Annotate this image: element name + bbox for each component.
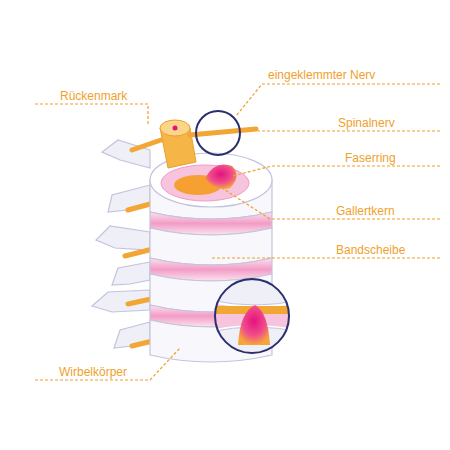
vertebral-processes bbox=[92, 140, 150, 348]
part-label: Bandscheibe bbox=[336, 243, 405, 257]
nerve bbox=[132, 140, 161, 150]
part-label: eingeklemmter Nerv bbox=[268, 68, 375, 82]
part-label: Faserring bbox=[345, 151, 396, 165]
annulus bbox=[161, 165, 249, 201]
leader-line bbox=[258, 130, 440, 131]
zoom-detail bbox=[205, 280, 305, 360]
spinal-nerves bbox=[132, 129, 256, 150]
leader-line bbox=[236, 84, 440, 116]
leader-line bbox=[35, 104, 148, 124]
process bbox=[96, 226, 150, 250]
leader-line bbox=[222, 188, 440, 219]
leader-line bbox=[232, 166, 440, 176]
zoom-circle bbox=[215, 279, 289, 353]
herniation bbox=[205, 165, 237, 189]
spinal-cord-top bbox=[160, 120, 190, 136]
part-label: Wirbelkörper bbox=[59, 365, 127, 379]
part-label: Gallertkern bbox=[336, 204, 395, 218]
part-label: Rückenmark bbox=[60, 89, 127, 103]
leader-line bbox=[212, 257, 440, 258]
leader-lines bbox=[35, 84, 440, 380]
process bbox=[112, 262, 150, 285]
vertebral-body bbox=[150, 228, 272, 265]
part-label: Spinalnerv bbox=[338, 116, 395, 130]
nerve bbox=[190, 129, 256, 135]
highlight-circle bbox=[196, 111, 240, 155]
herniation bbox=[238, 305, 270, 345]
spinal-cord-center bbox=[173, 126, 178, 131]
leader-line bbox=[35, 348, 180, 380]
